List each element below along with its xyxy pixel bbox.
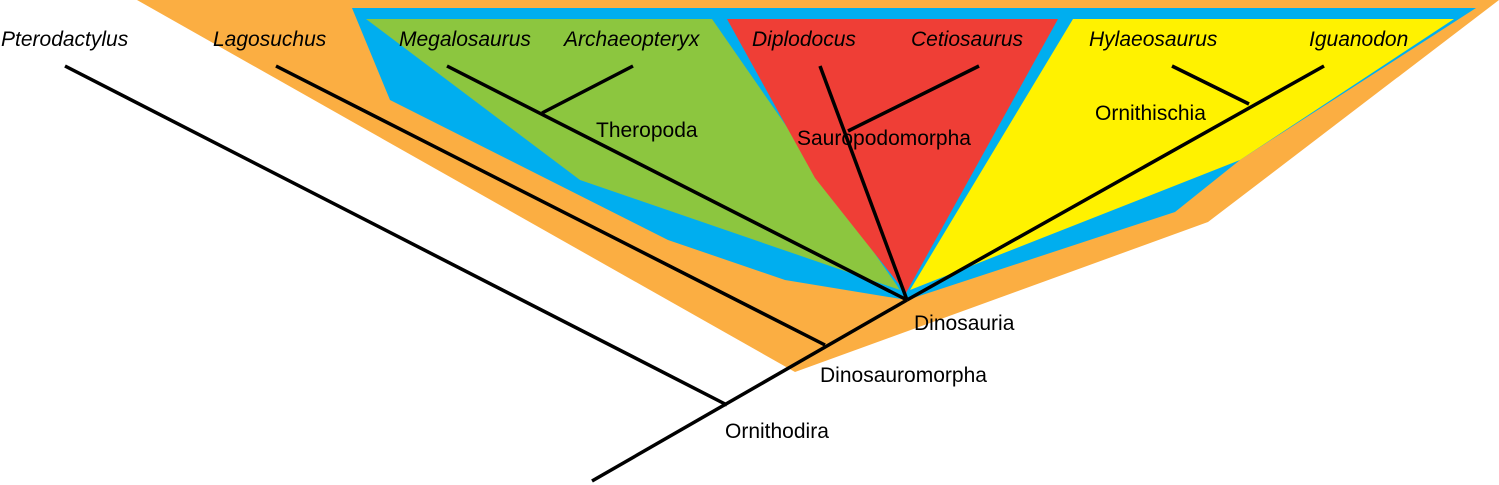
branch-lagosuchus	[275, 64, 826, 347]
clade-label-dinosauromorpha: Dinosauromorpha	[820, 364, 987, 387]
clade-label-sauropodomorpha: Sauropodomorpha	[797, 127, 971, 150]
branch-iguanodon	[906, 64, 1325, 302]
clade-label-ornithodira: Ornithodira	[725, 420, 829, 443]
branch-diplodocus	[818, 65, 909, 301]
taxon-label-hylaeosaurus: Hylaeosaurus	[1089, 28, 1218, 51]
sauropodomorpha-region	[727, 19, 1058, 293]
branch-theropoda	[446, 64, 908, 302]
taxon-label-megalosaurus: Megalosaurus	[399, 28, 531, 51]
clade-label-dinosauria: Dinosauria	[914, 312, 1015, 335]
branch-archaeopteryx	[541, 64, 634, 115]
clade-label-theropoda: Theropoda	[596, 119, 698, 142]
theropoda-region	[366, 19, 900, 290]
branch-cetiosaurus	[847, 64, 980, 133]
tree-branches	[64, 64, 1325, 483]
branch-hylaeosaurus	[1171, 64, 1250, 106]
branch-ornithodira-stem	[591, 298, 908, 483]
taxon-label-iguanodon: Iguanodon	[1309, 28, 1408, 51]
taxon-label-diplodocus: Diplodocus	[752, 28, 856, 51]
taxon-label-archaeopteryx: Archaeopteryx	[562, 28, 701, 51]
clade-label-ornithischia: Ornithischia	[1095, 102, 1206, 125]
taxon-label-lagosuchus: Lagosuchus	[213, 28, 327, 51]
branch-pterodactylus	[64, 64, 728, 407]
taxon-label-cetiosaurus: Cetiosaurus	[911, 28, 1024, 51]
taxon-label-pterodactylus: Pterodactylus	[1, 28, 129, 51]
